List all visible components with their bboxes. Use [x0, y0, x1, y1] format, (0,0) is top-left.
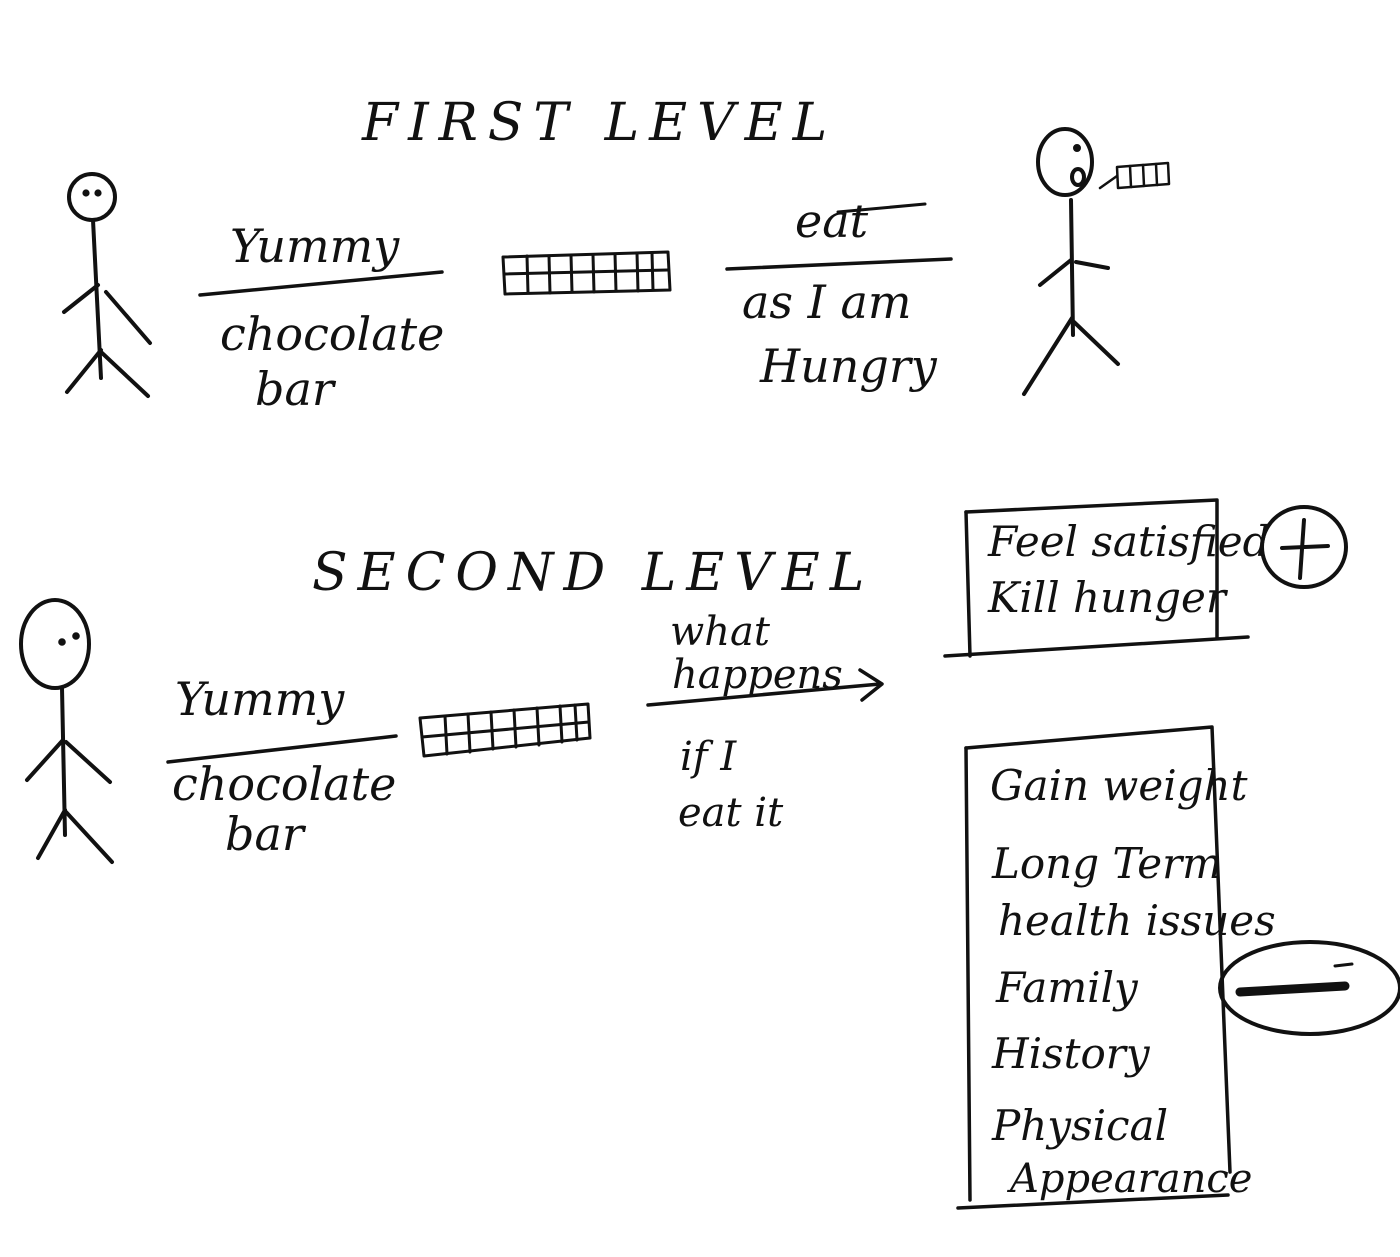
- second-denominator-label-2: bar: [225, 807, 307, 861]
- fraction-line: [166, 734, 398, 764]
- negative-item: health issues: [998, 896, 1276, 945]
- second-denominator-label-1: chocolate: [172, 757, 396, 811]
- first-numerator-label: Yummy: [230, 219, 400, 273]
- chocolate-bar-icon: [501, 250, 672, 296]
- arrow-bottom-label-2: eat it: [678, 790, 784, 836]
- second-level-section: SECOND LEVEL Yummy chocolate bar: [19, 498, 1400, 1210]
- negative-item: Gain weight: [990, 761, 1248, 810]
- stick-figure-icon: [19, 598, 114, 864]
- second-level-title: SECOND LEVEL: [312, 543, 874, 603]
- plus-circle-icon: [1260, 505, 1348, 589]
- first-result-bottom-label-1: as I am: [742, 275, 912, 329]
- positive-outcome-box: Feel satisfied Kill hunger: [943, 498, 1270, 658]
- negative-item: Long Term: [991, 839, 1222, 888]
- first-result-bottom-label-2: Hungry: [759, 339, 938, 393]
- positive-item: Feel satisfied: [987, 517, 1270, 566]
- negative-item: Physical: [991, 1101, 1168, 1150]
- stick-figure-icon: [62, 172, 152, 398]
- negative-outcome-box: Gain weight Long Term health issues Fami…: [956, 725, 1276, 1210]
- fraction-line: [725, 257, 953, 271]
- second-numerator-label: Yummy: [175, 672, 345, 726]
- minus-oval-icon: [1218, 940, 1400, 1036]
- chocolate-bar-icon: [418, 702, 592, 758]
- negative-item: Appearance: [1006, 1156, 1252, 1202]
- first-level-section: FIRST LEVEL Yummy chocolate bar: [62, 93, 1171, 416]
- small-chocolate-bar-icon: [1098, 161, 1171, 190]
- arrow-right-icon: [646, 668, 884, 707]
- negative-item: Family: [995, 963, 1139, 1012]
- negative-item: History: [991, 1029, 1151, 1078]
- arrow-bottom-label-1: if I: [680, 734, 737, 780]
- first-level-title: FIRST LEVEL: [361, 93, 837, 153]
- arrow-top-label-1: what: [670, 609, 771, 655]
- happy-stick-figure-icon: [1022, 127, 1120, 396]
- positive-item: Kill hunger: [987, 573, 1229, 622]
- first-result-top-label: eat: [795, 194, 869, 248]
- first-denominator-label-1: chocolate: [220, 307, 444, 361]
- fraction-line: [198, 270, 444, 297]
- first-denominator-label-2: bar: [255, 362, 337, 416]
- strikethrough-mark: [836, 202, 927, 214]
